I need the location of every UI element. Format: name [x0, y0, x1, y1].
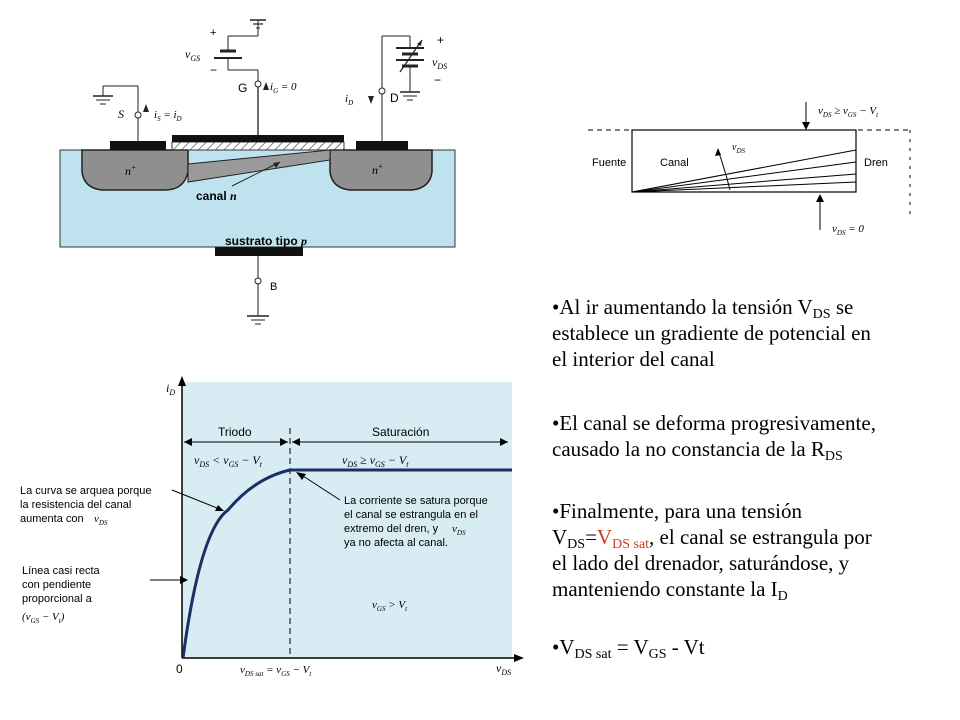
canal-n-label: canal n: [196, 189, 237, 203]
annotation-linear-formula: (vGS − Vt): [22, 611, 65, 625]
bullet-2: •El canal se deforma progresivamente, ca…: [552, 410, 876, 464]
bullet-1-line-2: establece un gradiente de potencial en: [552, 321, 871, 345]
oxide-layer: [171, 141, 345, 151]
vds-zero-label: vDS = 0: [832, 223, 864, 237]
vds-arrow-label: vDS: [732, 142, 746, 155]
vgs-minus: −: [210, 63, 217, 77]
source-terminal-label: S: [118, 107, 124, 121]
bullet-4-line-1: •VDS sat = VGS - Vt: [552, 635, 705, 662]
vds-plus: +: [437, 33, 444, 47]
vgs-plus: +: [210, 27, 216, 39]
iv-characteristic: Triodo Saturación vDS < vGS − Vt vDS ≥ v…: [20, 376, 524, 678]
channel-box: [631, 129, 857, 193]
x-axis-label: vDS: [496, 661, 511, 677]
bullet-1: •Al ir aumentando la tensión VDS se esta…: [552, 294, 871, 372]
n-plus-source-region: [81, 149, 189, 191]
y-axis-label: iD: [166, 381, 175, 397]
iv-plot-area: [182, 382, 512, 658]
body-terminal-label: B: [270, 281, 277, 293]
annotation-saturation: La corriente se satura porque el canal s…: [344, 495, 491, 549]
gate-electrode: [172, 135, 344, 142]
mosfet-cross-section: + vGS − G iG = 0 S iS = iD + vDS − iD D …: [59, 19, 456, 325]
bullet-1-line-3: el interior del canal: [552, 347, 715, 371]
gate-terminal-label: G: [238, 81, 247, 95]
saturacion-label: Saturación: [372, 425, 429, 439]
bullet-2-line-1: •El canal se deforma progresivamente,: [552, 411, 876, 435]
bullet-4: •VDS sat = VGS - Vt: [552, 634, 705, 662]
dren-label: Dren: [864, 157, 888, 169]
id-curve: [181, 468, 512, 659]
vds-sat-tick-label: vDS sat = vGS − Vt: [240, 664, 312, 678]
vds-minus: −: [434, 73, 441, 87]
n-plus-drain-region: [329, 149, 433, 191]
source-contact: [110, 141, 166, 150]
origin-label: 0: [176, 662, 183, 676]
bullet-3: •Finalmente, para una tensión VDS=VDS sa…: [552, 498, 872, 604]
n-channel: [187, 149, 331, 183]
bullet-3-line-2: VDS=VDS sat, el canal se estrangula por: [552, 525, 872, 552]
drain-contact: [356, 141, 408, 150]
triodo-condition: vDS < vGS − Vt: [194, 453, 263, 469]
bullet-3-line-1: •Finalmente, para una tensión: [552, 499, 802, 523]
saturation-condition: vDS ≥ vGS − Vt: [342, 453, 409, 469]
triodo-label: Triodo: [218, 425, 252, 439]
drain-terminal-label: D: [390, 91, 399, 105]
body-contact: [215, 247, 303, 256]
bullet-2-line-2: causado la no constancia de la RDS: [552, 437, 843, 464]
annotation-saturation-var: vDS: [452, 523, 466, 537]
pinchoff-condition: vDS ≥ vGS − Vt: [818, 105, 879, 119]
bullet-1-line-1: •Al ir aumentando la tensión VDS se: [552, 295, 854, 322]
vgs-label: vGS: [185, 47, 200, 63]
channel-diagram: Fuente Canal Dren vDS vDS ≥ vGS − Vt vDS…: [588, 102, 911, 237]
nplus-drain-label: n+: [372, 162, 383, 177]
ig-label: iG = 0: [270, 81, 297, 95]
fuente-label: Fuente: [592, 157, 626, 169]
vds-label: vDS: [432, 55, 447, 71]
annotation-curve-var: vDS: [94, 513, 108, 527]
canal-label: Canal: [660, 157, 689, 169]
nplus-source-label: n+: [125, 163, 136, 178]
is-label: iS = iD: [154, 109, 182, 123]
id-label: iD: [345, 93, 353, 107]
annotation-curve: La curva se arquea porque la resistencia…: [20, 485, 155, 525]
bullet-3-line-3: el lado del drenador, saturándose, y: [552, 551, 850, 575]
substrate-label: sustrato tipo p: [225, 234, 307, 248]
bullet-3-line-4: manteniendo constante la ID: [552, 577, 788, 604]
annotation-linear: Línea casi recta con pendiente proporcio…: [22, 565, 103, 605]
vgs-condition: vGS > Vt: [372, 599, 408, 613]
